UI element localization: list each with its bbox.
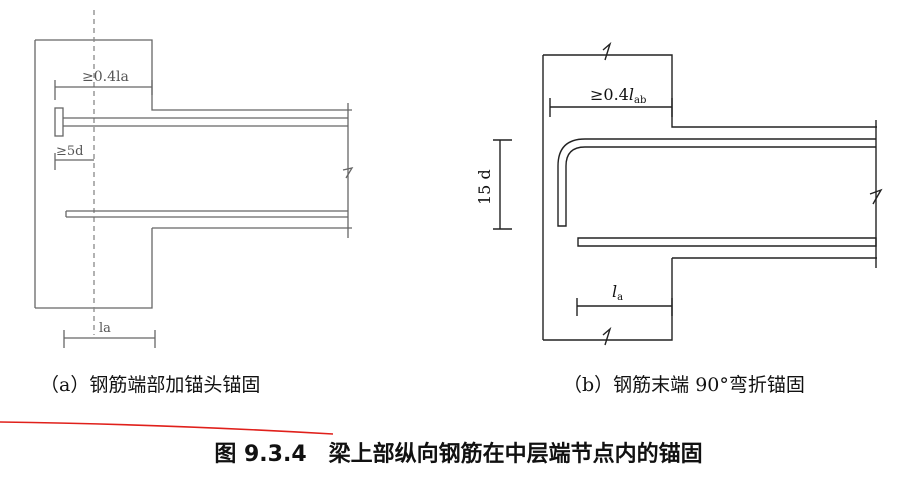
diagram-b: [493, 41, 883, 346]
dim-a-top-line: [54, 80, 153, 100]
caption-a: （a）钢筋端部加锚头锚固: [40, 374, 261, 396]
dim-b-side-label: 15 d: [475, 169, 494, 205]
figure-title: 图 9.3.4 梁上部纵向钢筋在中层端节点内的锚固: [214, 442, 703, 467]
anchor-head-a: [54, 107, 64, 137]
column-a-outline: [34, 39, 352, 309]
top-bar-a: [62, 117, 348, 127]
caption-b: （b）钢筋末端 90°弯折锚固: [563, 374, 805, 396]
column-b-top-break: [602, 41, 612, 61]
column-b-outline: [542, 54, 877, 341]
dim-b-bottom-line: [576, 298, 673, 316]
dim-a-top-label: ≥0.4la: [82, 69, 129, 85]
dim-a-head-line: [54, 153, 94, 170]
dim-b-side-line: [493, 139, 512, 230]
beam-b-break-mark: [869, 188, 883, 205]
dim-a-bottom-line: [63, 330, 156, 348]
column-b-bottom-break: [602, 326, 612, 346]
top-bar-b: [557, 138, 876, 227]
beam-a-break-mark: [342, 167, 354, 179]
dim-a-bottom-label: la: [99, 321, 111, 336]
diagram-a: [34, 10, 354, 348]
bottom-bar-a: [65, 210, 348, 218]
dim-b-top-line: [549, 98, 673, 117]
bottom-bar-b: [577, 237, 877, 247]
dim-a-head-label: ≥5d: [56, 144, 84, 159]
dim-b-bottom-label: la: [612, 282, 623, 303]
dim-b-top-label: ≥0.4lab: [590, 85, 646, 106]
red-annotation-line: [0, 421, 334, 435]
